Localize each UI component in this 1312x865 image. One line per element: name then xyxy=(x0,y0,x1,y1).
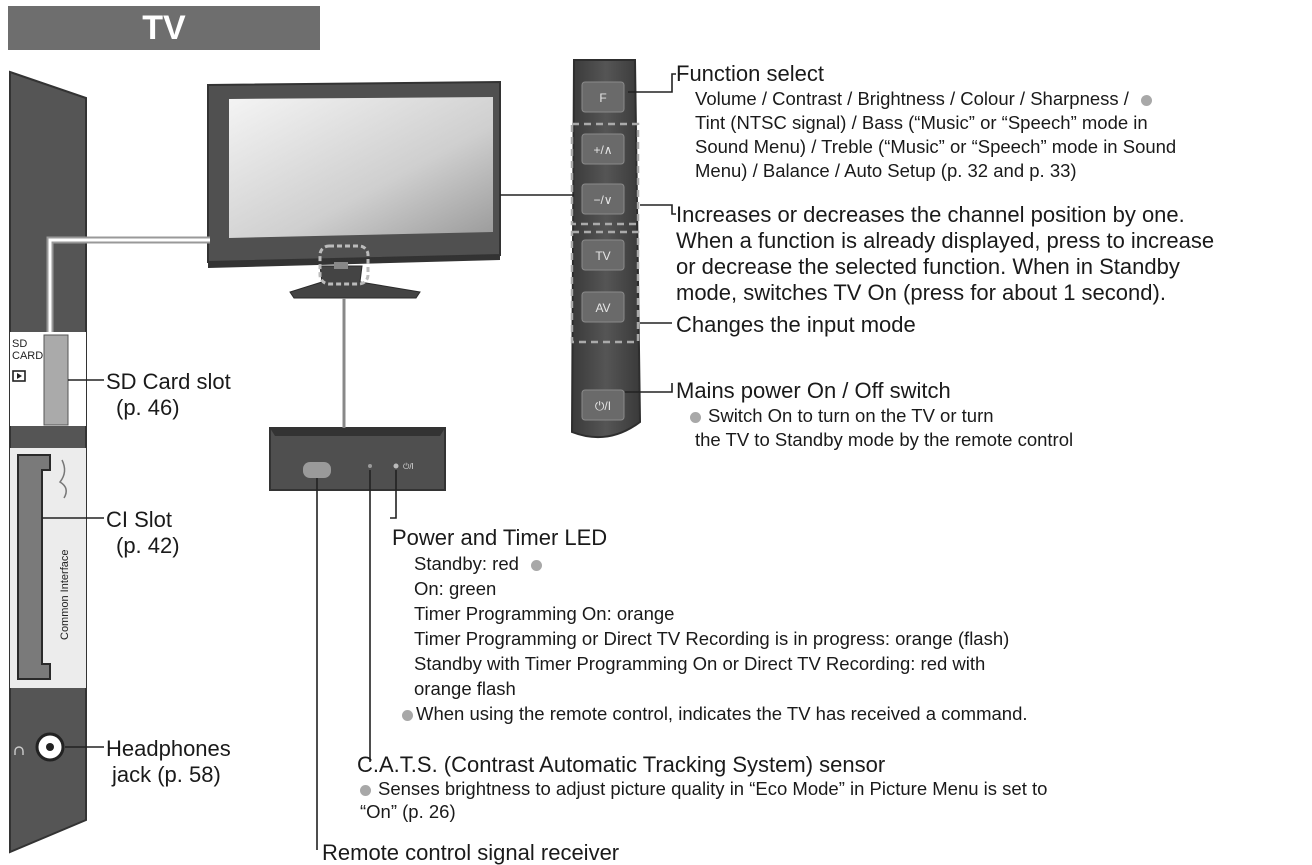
channel-down-button[interactable] xyxy=(581,183,625,215)
sd-card-icon xyxy=(12,370,26,382)
mains-power-line-1: Switch On to turn on the TV or turn xyxy=(690,405,994,427)
leader-lines xyxy=(42,73,676,850)
cats-line-2: “On” (p. 26) xyxy=(360,801,456,822)
sd-slot-page: (p. 46) xyxy=(116,395,180,420)
power-led-title: Power and Timer LED xyxy=(392,525,608,550)
tv-button-label: TV xyxy=(595,249,610,263)
note-bullet-icon xyxy=(530,559,542,571)
function-select-line-4: Menu) / Balance / Auto Setup (p. 32 and … xyxy=(695,160,1077,181)
tv-button[interactable] xyxy=(581,239,625,271)
power-led-note: When using the remote control, indicates… xyxy=(402,703,1028,725)
power-led-line-3: Timer Programming On: orange xyxy=(414,603,675,624)
sd-slot-title: SD Card slot xyxy=(106,369,231,394)
note-bullet-icon xyxy=(690,411,701,423)
power-led-line-6: orange flash xyxy=(414,678,516,699)
common-interface-text: Common Interface xyxy=(59,550,71,640)
power-led-line-1: Standby: red xyxy=(414,553,542,575)
power-led-note-text: When using the remote control, indicates… xyxy=(416,703,1028,724)
note-bullet-icon xyxy=(360,784,371,796)
mains-power-line-1-text: Switch On to turn on the TV or turn xyxy=(708,405,994,426)
av-button-label: AV xyxy=(595,301,610,315)
mains-power-label: ⏻/I xyxy=(595,399,611,413)
sensor-highlight xyxy=(318,244,370,286)
av-button[interactable] xyxy=(581,291,625,323)
section-title: TV xyxy=(8,6,320,50)
headphones-icon xyxy=(14,746,24,755)
sd-card-text-2: CARD xyxy=(12,350,43,362)
function-button-label: F xyxy=(599,91,606,105)
headphones-title: Headphones xyxy=(106,736,231,761)
channel-down-label: −/∨ xyxy=(593,193,612,207)
remote-receiver-window xyxy=(303,462,331,478)
mains-power-line-2: the TV to Standby mode by the remote con… xyxy=(695,429,1074,450)
remote-receiver-title: Remote control signal receiver xyxy=(322,840,620,865)
cats-sensor xyxy=(368,464,372,468)
tv-side-panel: SD CARD Common Interface xyxy=(9,70,87,854)
power-led xyxy=(393,463,399,469)
note-bullet-icon xyxy=(402,709,413,721)
power-led-line-1-text: Standby: red xyxy=(414,553,519,574)
channel-line-4: mode, switches TV On (press for about 1 … xyxy=(676,280,1166,305)
sensor-box: ⏻/I xyxy=(269,427,446,491)
function-select-title: Function select xyxy=(676,61,824,86)
channel-line-2: When a function is already displayed, pr… xyxy=(676,228,1215,253)
power-led-line-5: Standby with Timer Programming On or Dir… xyxy=(414,653,986,674)
power-led-line-2: On: green xyxy=(414,578,497,599)
ci-slot-page: (p. 42) xyxy=(116,533,180,558)
channel-up-label: +/∧ xyxy=(593,143,612,157)
mains-power-title: Mains power On / Off switch xyxy=(676,378,951,403)
channel-up-button[interactable] xyxy=(581,133,625,165)
sd-card-text-1: SD xyxy=(12,338,27,350)
function-select-line-3: Sound Menu) / Treble (“Music” or “Speech… xyxy=(695,136,1177,157)
note-bullet-icon xyxy=(1140,94,1152,106)
cats-line-1: Senses brightness to adjust picture qual… xyxy=(360,778,1047,800)
cats-title: C.A.T.S. (Contrast Automatic Tracking Sy… xyxy=(357,752,886,777)
input-mode-title: Changes the input mode xyxy=(676,312,916,337)
function-select-line-1-text: Volume / Contrast / Brightness / Colour … xyxy=(695,88,1129,109)
function-button[interactable] xyxy=(581,81,625,113)
function-select-line-2: Tint (NTSC signal) / Bass (“Music” or “S… xyxy=(695,112,1148,133)
mains-power-button[interactable] xyxy=(581,389,625,421)
tv-set xyxy=(207,80,501,299)
channel-line-1: Increases or decreases the channel posit… xyxy=(676,202,1185,227)
power-led-line-4: Timer Programming or Direct TV Recording… xyxy=(414,628,1010,649)
headphones-page: jack (p. 58) xyxy=(112,762,221,787)
ci-slot-title: CI Slot xyxy=(106,507,173,532)
cats-line-1-text: Senses brightness to adjust picture qual… xyxy=(378,778,1048,799)
control-panel: F +/∧ −/∨ TV AV ⏻/I xyxy=(570,59,642,439)
function-select-line-1: Volume / Contrast / Brightness / Colour … xyxy=(695,88,1152,110)
sensor-power-mark: ⏻/I xyxy=(403,462,414,471)
channel-line-3: or decrease the selected function. When … xyxy=(676,254,1180,279)
